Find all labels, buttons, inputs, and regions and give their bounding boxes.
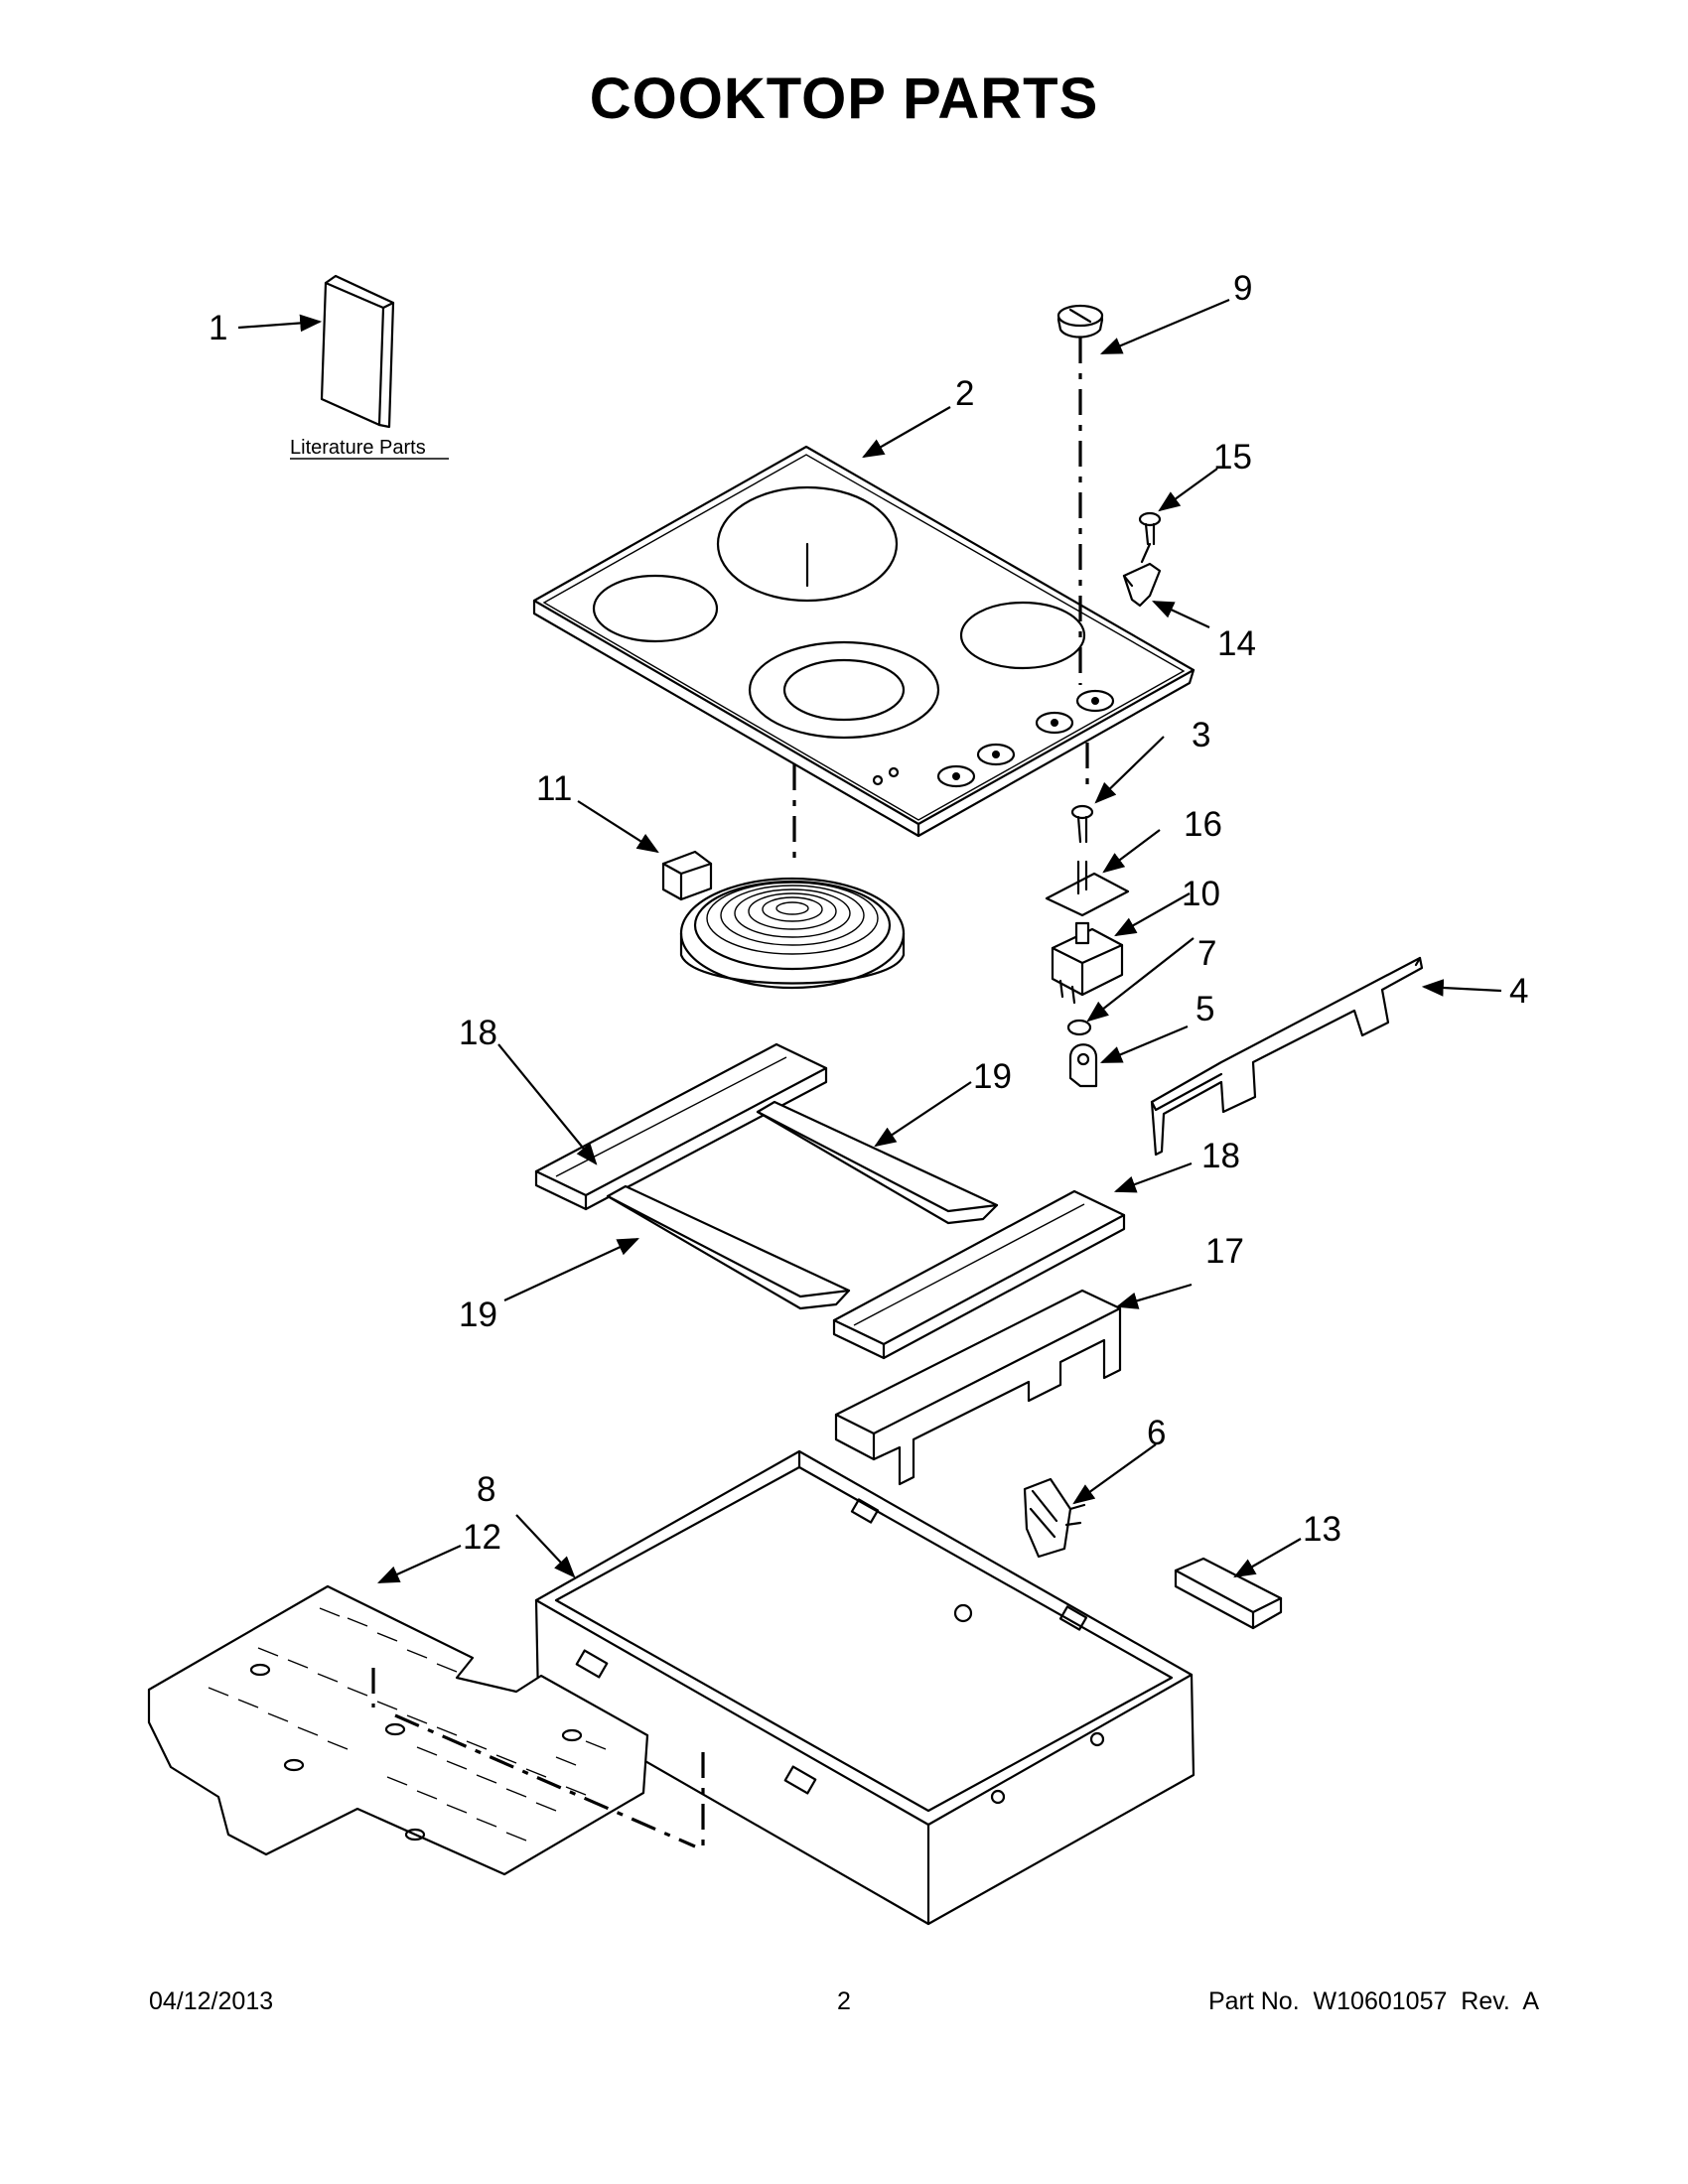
support-bracket-right[interactable] [832,1189,1126,1360]
footer-part-number: Part No. W10601057 Rev. A [1207,1987,1539,2015]
support-rail-upper[interactable] [756,1100,999,1225]
infinite-switch[interactable] [1051,921,1124,1005]
rear-rail[interactable] [1150,956,1424,1157]
dual-burner-outer [748,640,940,740]
callout-18-lower[interactable]: 18 [1201,1137,1240,1175]
electronic-bracket[interactable] [834,1289,1122,1486]
callout-11[interactable]: 11 [536,769,572,808]
callout-19-lower[interactable]: 19 [459,1296,497,1334]
callout-16[interactable]: 16 [1184,805,1222,844]
cooktop-clip[interactable] [1122,542,1162,608]
footer-page-number: 2 [837,1987,851,2015]
dual-burner-inner [782,658,906,722]
small-burner-outline [592,574,719,643]
footer-date: 04/12/2013 [149,1987,274,2015]
callout-leaders [237,298,1502,1584]
callout-10[interactable]: 10 [1182,875,1220,913]
callout-15[interactable]: 15 [1213,438,1252,477]
switch-gasket[interactable] [1045,860,1130,917]
literature-parts-label[interactable]: Literature Parts [290,437,426,459]
glass-cooktop[interactable] [532,445,1196,838]
callout-17[interactable]: 17 [1205,1232,1244,1271]
switch-bracket[interactable] [1068,1043,1098,1088]
terminal-bracket[interactable] [1174,1557,1283,1630]
support-bracket-left[interactable] [534,1042,828,1211]
knob-positions [872,689,1115,788]
callout-2[interactable]: 2 [955,374,974,413]
callout-3[interactable]: 3 [1192,716,1210,754]
callout-7[interactable]: 7 [1197,934,1216,973]
callout-19-upper[interactable]: 19 [973,1057,1012,1096]
large-burner-outline [716,485,899,603]
page-title: COOKTOP PARTS [589,67,1099,131]
cooktop-base-box[interactable] [534,1449,1196,1926]
callout-9[interactable]: 9 [1233,269,1252,308]
callout-13[interactable]: 13 [1303,1510,1341,1549]
right-burner-outline [959,601,1086,670]
limit-switch[interactable] [1023,1477,1086,1559]
control-knob[interactable] [1056,304,1104,339]
callout-1[interactable]: 1 [209,309,227,347]
callout-18-upper[interactable]: 18 [459,1014,497,1052]
heat-shield[interactable] [147,1584,649,1876]
switch-screw[interactable] [1070,804,1094,844]
literature-booklet[interactable] [320,274,395,429]
shield-axis-line-b [394,1713,696,1848]
callout-4[interactable]: 4 [1509,972,1528,1011]
callout-8[interactable]: 8 [477,1470,495,1509]
callout-14[interactable]: 14 [1217,624,1256,663]
switch-nut[interactable] [1066,1019,1092,1036]
radiant-element[interactable] [661,850,906,990]
callout-12[interactable]: 12 [463,1518,501,1557]
support-rail-lower[interactable] [606,1184,851,1310]
callout-6[interactable]: 6 [1147,1414,1166,1452]
callout-5[interactable]: 5 [1196,990,1214,1028]
mounting-screw[interactable] [1138,511,1162,546]
